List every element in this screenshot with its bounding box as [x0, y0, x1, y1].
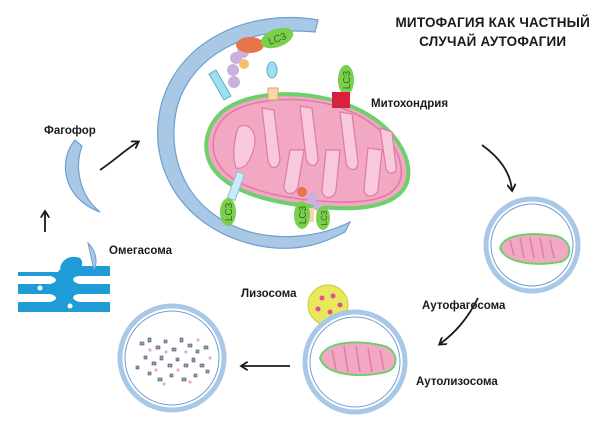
- autolysosome-label: Аутолизосома: [416, 376, 498, 388]
- receptor-icon: [332, 92, 350, 108]
- autolysosome-shape: [302, 309, 408, 415]
- mitochondrion-shape: [204, 92, 411, 211]
- receptor-chain-top-left: [208, 37, 279, 101]
- arrow-icon: [99, 142, 138, 171]
- phagophore-shape: [64, 139, 101, 213]
- title-line-1: МИТОФАГИЯ КАК ЧАСТНЫЙ: [395, 15, 590, 30]
- degraded-vesicle-shape: [117, 303, 227, 413]
- svg-text:LC3: LC3: [298, 205, 309, 224]
- svg-text:LC3: LC3: [320, 210, 329, 225]
- autophagosome-label: Аутофагосома: [422, 300, 506, 312]
- arrow-icon: [481, 144, 512, 190]
- autophagosome-shape: [483, 196, 581, 294]
- omegasome-shape: [18, 256, 110, 312]
- svg-text:LC3: LC3: [342, 70, 353, 89]
- lc3-protein-icon: LC3: [316, 206, 330, 230]
- lc3-protein-icon: LC3: [338, 65, 354, 95]
- mitochondrion-label: Митохондрия: [371, 98, 449, 110]
- lc3-protein-icon: LC3: [294, 201, 310, 229]
- receptor-icon: [226, 170, 246, 202]
- omegasome-label: Омегасома: [109, 245, 173, 257]
- lysosome-label: Лизосома: [241, 288, 297, 300]
- omegasome-crescent: [87, 241, 97, 272]
- lc3-protein-icon: LC3: [220, 198, 236, 226]
- arrow-icon: [440, 297, 479, 344]
- engulfing-membrane: [157, 16, 352, 249]
- svg-text:LC3: LC3: [224, 202, 235, 221]
- diagram-title: МИТОФАГИЯ КАК ЧАСТНЫЙ СЛУЧАЙ АУТОФАГИИ: [395, 13, 590, 51]
- lc3-protein-icon: LC3: [260, 27, 294, 49]
- title-line-2: СЛУЧАЙ АУТОФАГИИ: [419, 34, 567, 49]
- phagophore-label: Фагофор: [44, 125, 96, 137]
